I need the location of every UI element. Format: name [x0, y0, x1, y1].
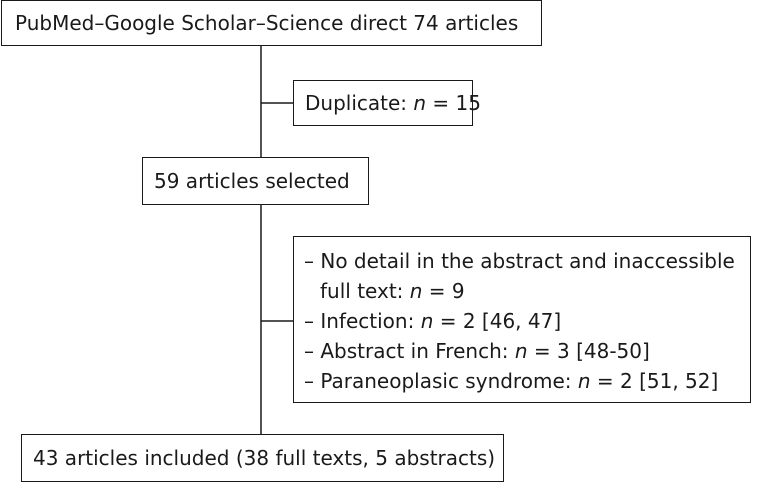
excluded-item-infection-n-symbol: n	[420, 309, 434, 333]
excluded-item-paraneoplasic-n-symbol: n	[577, 369, 591, 393]
excluded-item-paraneoplasic-value: = 2 [51, 52]	[590, 369, 719, 393]
selected-box: 59 articles selected	[142, 157, 369, 205]
excluded-item-french: – Abstract in French: n = 3 [48-50]	[304, 336, 750, 366]
excluded-item-french-n-symbol: n	[514, 339, 528, 363]
excluded-item-french-value: = 3 [48-50]	[527, 339, 650, 363]
duplicate-n-symbol: n	[413, 91, 427, 115]
excluded-box: – No detail in the abstract and inaccess…	[293, 236, 751, 403]
excluded-item-paraneoplasic-prefix: – Paraneoplasic syndrome:	[304, 369, 578, 393]
included-box: 43 articles included (38 full texts, 5 a…	[21, 434, 504, 482]
excluded-item-french-prefix: – Abstract in French:	[304, 339, 515, 363]
excluded-item-no-detail-n-symbol: n	[409, 279, 423, 303]
excluded-item-no-detail-line2: full text: n = 9	[304, 276, 750, 306]
excluded-item-no-detail-prefix: full text:	[320, 279, 410, 303]
duplicate-label: Duplicate:	[305, 91, 414, 115]
excluded-item-infection: – Infection: n = 2 [46, 47]	[304, 306, 750, 336]
excluded-item-infection-prefix: – Infection:	[304, 309, 421, 333]
included-box-text: 43 articles included (38 full texts, 5 a…	[33, 446, 496, 470]
duplicate-value: = 15	[426, 91, 481, 115]
excluded-item-paraneoplasic: – Paraneoplasic syndrome: n = 2 [51, 52]	[304, 366, 750, 396]
excluded-item-infection-value: = 2 [46, 47]	[433, 309, 562, 333]
source-box: PubMed–Google Scholar–Science direct 74 …	[1, 0, 542, 46]
duplicate-box: Duplicate: n = 15	[293, 80, 481, 126]
source-box-text: PubMed–Google Scholar–Science direct 74 …	[15, 11, 519, 35]
excluded-item-no-detail-value: = 9	[422, 279, 465, 303]
selected-box-text: 59 articles selected	[154, 169, 350, 193]
excluded-item-no-detail-line1: – No detail in the abstract and inaccess…	[304, 249, 735, 273]
